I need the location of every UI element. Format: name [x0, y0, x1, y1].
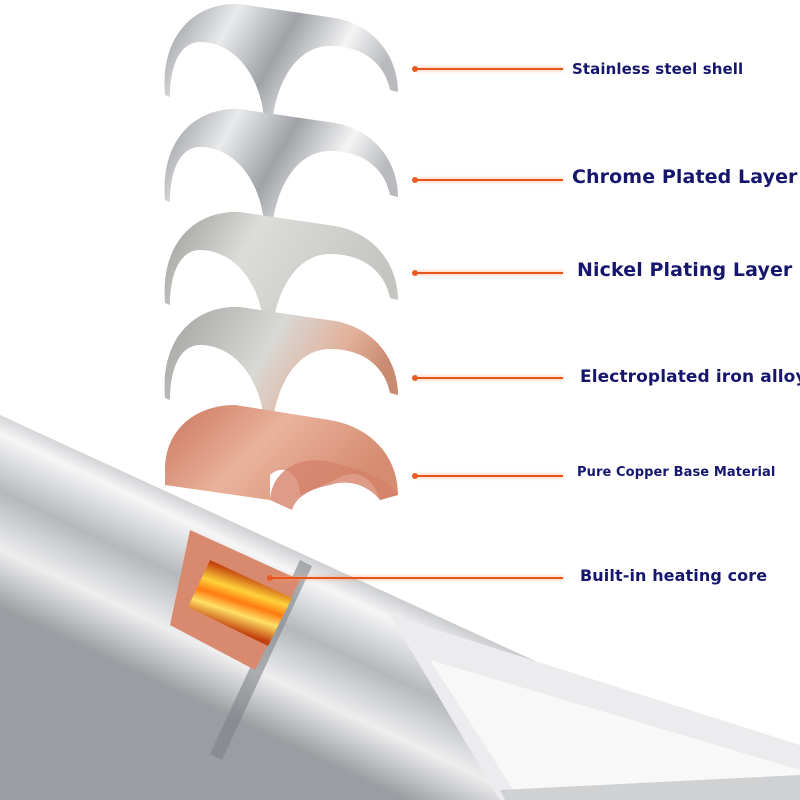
soldering-tip	[0, 415, 800, 800]
electroplated-iron-layer	[164, 306, 398, 430]
chrome-plated-layer	[164, 108, 398, 232]
copper-base	[165, 405, 398, 510]
heating-core	[188, 560, 292, 646]
stainless-steel-shell	[164, 3, 398, 127]
